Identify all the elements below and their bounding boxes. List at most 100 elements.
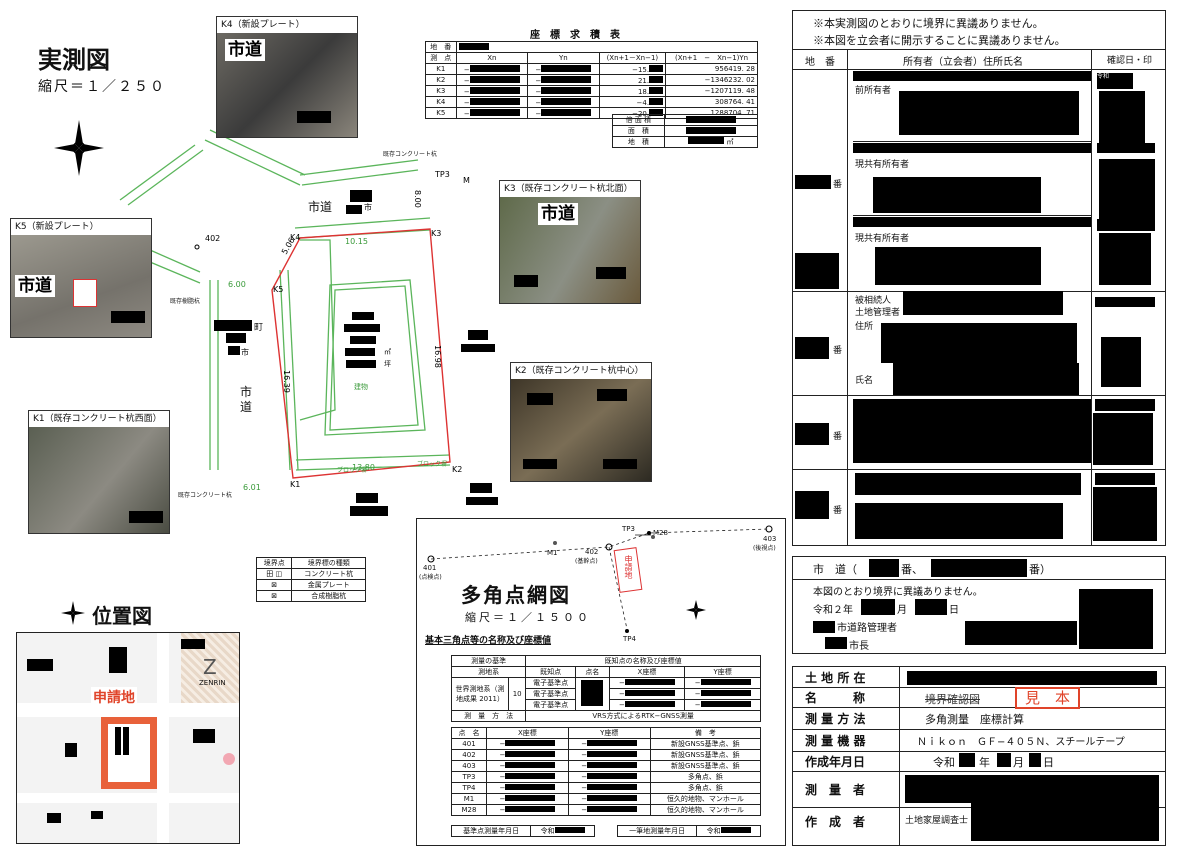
photo-k3-caption: K3（既存コンクリート杭北面） — [500, 181, 640, 197]
svg-text:K4: K4 — [290, 233, 300, 242]
table-row: TP4−−多角点、鋲 — [451, 782, 762, 794]
consent-reiwa-1: 令和 — [1097, 73, 1110, 80]
survey-title: 実測図 — [38, 45, 110, 74]
consent-name: 氏名 — [855, 376, 874, 386]
double-area-label: 倍 面 積 — [612, 114, 665, 126]
base-type: 電子基準点 — [525, 699, 577, 711]
base-h2: 既知点の名称及び座標値 — [525, 655, 761, 667]
network-diagram — [427, 525, 773, 633]
svg-text:6.01: 6.01 — [243, 483, 261, 492]
pt-note: 新設GNSS基準点、鋲 — [649, 749, 762, 761]
coord-col-xn: Xn — [455, 52, 529, 64]
svg-text:K2: K2 — [452, 465, 462, 474]
coord-prod: 308764. 41 — [665, 96, 758, 108]
zenrin-label: ZENRIN — [199, 679, 226, 687]
nw-pt-401-sub: (点検点) — [419, 574, 442, 581]
block-wall-label: ブロック塀 — [337, 467, 368, 474]
pt-col-x: X座標 — [485, 727, 569, 739]
base-sub-name: 点名 — [575, 666, 610, 678]
town-suffix: 町 — [254, 323, 264, 333]
coord-prod: −1207119. 48 — [665, 85, 758, 97]
base-zone: 10 — [507, 677, 527, 711]
network-panel: TP3 M28 M1 402 (基幹点) 401 (点検点) 403 (後視点)… — [416, 518, 786, 846]
coord-table-footer: 倍 面 積 面 積 地 積 ㎡ — [612, 114, 759, 148]
survey-road-label-4: 道 — [240, 400, 253, 414]
coord-col-prod: (Xn+1 − Xn−1)Yn — [665, 52, 758, 64]
consent-ban-3: 番 — [833, 432, 843, 442]
info-value-method: 多角測量 座標計算 — [925, 713, 1024, 726]
table-row: K4−−−4.308764. 41 — [425, 96, 758, 108]
photo-k3: K3（既存コンクリート杭北面） 市道 — [499, 180, 641, 304]
road-mayor: 市長 — [849, 641, 869, 652]
nw-pt-402-sub: (基幹点) — [575, 558, 598, 565]
coord-dx: 18. — [637, 87, 650, 96]
road-consent-panel: 市 道（ 番、 番） 本図のとおり境界に異議ありません。 令和２年 月 日 市道… — [792, 556, 1166, 654]
pt-name: 402 — [451, 749, 487, 761]
nw-pt-401: 401 — [423, 564, 437, 572]
legend-name: 金属プレート — [291, 579, 366, 591]
applicant-label: 申請地 — [91, 687, 137, 707]
coord-table: 地 番 測 点 Xn Yn (Xn+1－Xn−1) (Xn+1 − Xn−1)Y… — [425, 41, 759, 119]
consent-line2: ※本図を立会者に開示することに異議ありません。 — [813, 34, 1066, 47]
info-label-name: 名 称 — [805, 691, 866, 705]
legend-name: コンクリート杭 — [291, 568, 366, 580]
pt-col-note: 備 考 — [649, 727, 762, 739]
nw-pt-403-sub: (後視点) — [753, 545, 776, 552]
svg-text:402: 402 — [205, 234, 220, 243]
legend-sym: ⊠ — [255, 579, 293, 591]
nw-pt-m28: M28 — [653, 529, 668, 537]
coord-table-title: 座 標 求 積 表 — [530, 30, 620, 41]
land-area-label: 地 積 — [612, 136, 665, 148]
building-label: 建物 — [354, 383, 368, 391]
photo-k5-label: 市道 — [15, 275, 55, 297]
pt-name: TP3 — [451, 771, 487, 783]
existing-conc-label: 既存コンクリート杭 — [178, 492, 233, 499]
info-value-name: 境界確認図 — [925, 693, 980, 706]
nw-applicant: 申請地 — [624, 555, 633, 579]
svg-text:K1: K1 — [290, 480, 300, 489]
consent-ban-4: 番 — [833, 506, 843, 516]
nw-pt-m1: M1 — [547, 549, 558, 557]
survey-road-label-3: 市 — [240, 385, 253, 399]
sample-stamp: 見 本 — [1015, 687, 1081, 709]
consent-panel: ※本実測図のとおりに境界に異議ありません。 ※本図を立会者に開示することに異議あ… — [792, 10, 1166, 546]
legend-h1: 境界点 — [255, 557, 293, 569]
consent-ban-2: 番 — [833, 346, 843, 356]
svg-text:K5: K5 — [273, 285, 283, 294]
table-row: K1−−−15.956419. 28 — [425, 63, 758, 75]
info-label-device: 測 量 機 器 — [805, 734, 866, 748]
legend-name: 合成樹脂杭 — [291, 590, 366, 602]
consent-addr: 住所 — [855, 322, 874, 332]
photo-k1: K1（既存コンクリート杭西面） — [28, 410, 170, 534]
compass-icon — [61, 601, 85, 625]
pt-note: 恒久的地物、マンホール — [649, 793, 762, 805]
pt-col-name: 点 名 — [451, 727, 487, 739]
road-month: 月 — [897, 605, 907, 616]
photo-k2-caption: K2（既存コンクリート杭中心） — [511, 363, 651, 379]
nw-pt-tp3: TP3 — [622, 525, 635, 533]
survey-road-label-1: 市道 — [308, 200, 333, 214]
table-row: M28−−恒久的地物、マンホール — [451, 804, 762, 816]
coord-col-yn: Yn — [527, 52, 600, 64]
coord-dx: −4. — [636, 98, 650, 107]
pt-name: 401 — [451, 738, 487, 750]
svg-text:16.39: 16.39 — [282, 370, 291, 393]
base-type: 電子基準点 — [525, 688, 577, 700]
coord-pt: K1 — [425, 63, 457, 75]
consent-heir1: 被相続人 — [855, 296, 892, 306]
pt-name: 403 — [451, 760, 487, 772]
table-row: M1−−恒久的地物、マンホール — [451, 793, 762, 805]
date1-value: 令和 — [540, 827, 555, 835]
info-value-device: Ｎｉｋｏｎ ＧＦ−４０５Ｎ、スチールテープ — [917, 737, 1125, 748]
base-sub-y: Y座標 — [684, 666, 761, 678]
boundary-legend: 境界点境界標の種類 田 ◫コンクリート杭 ⊠金属プレート ⊠合成樹脂杭 — [255, 557, 366, 602]
photo-k4-caption: K4（新設プレート） — [217, 17, 357, 33]
area-label: 面 積 — [612, 125, 665, 137]
photo-k4-label: 市道 — [225, 39, 265, 61]
road-manager: 市道路管理者 — [837, 623, 897, 634]
pt-name: TP4 — [451, 782, 487, 794]
road-statement: 本図のとおり境界に異議ありません。 — [813, 587, 983, 598]
consent-ban-1: 番 — [833, 180, 843, 190]
